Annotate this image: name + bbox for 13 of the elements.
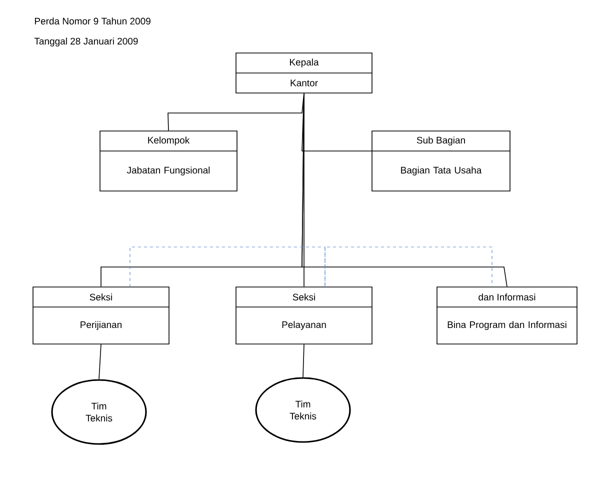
org-box: Sub Bagian Bagian Tata Usaha bbox=[372, 130, 510, 192]
connector-line bbox=[302, 93, 508, 287]
connector-line bbox=[302, 344, 304, 378]
org-box: Seksi Pelayanan bbox=[236, 286, 372, 344]
coordination-line bbox=[130, 246, 326, 288]
connector-line bbox=[98, 344, 102, 380]
header-text: Tanggal 28 Januari 2009 bbox=[34, 38, 138, 46]
org-box: dan Informasi Bina Program dan Informasi bbox=[436, 286, 578, 344]
org-box: Kepala Kantor bbox=[236, 52, 372, 94]
org-box: Seksi Perijianan bbox=[32, 286, 170, 344]
coordination-line bbox=[324, 246, 492, 288]
org-box: Kelompok Jabatan Fungsional bbox=[100, 130, 238, 192]
header-text: Perda Nomor 9 Tahun 2009 bbox=[35, 18, 150, 24]
